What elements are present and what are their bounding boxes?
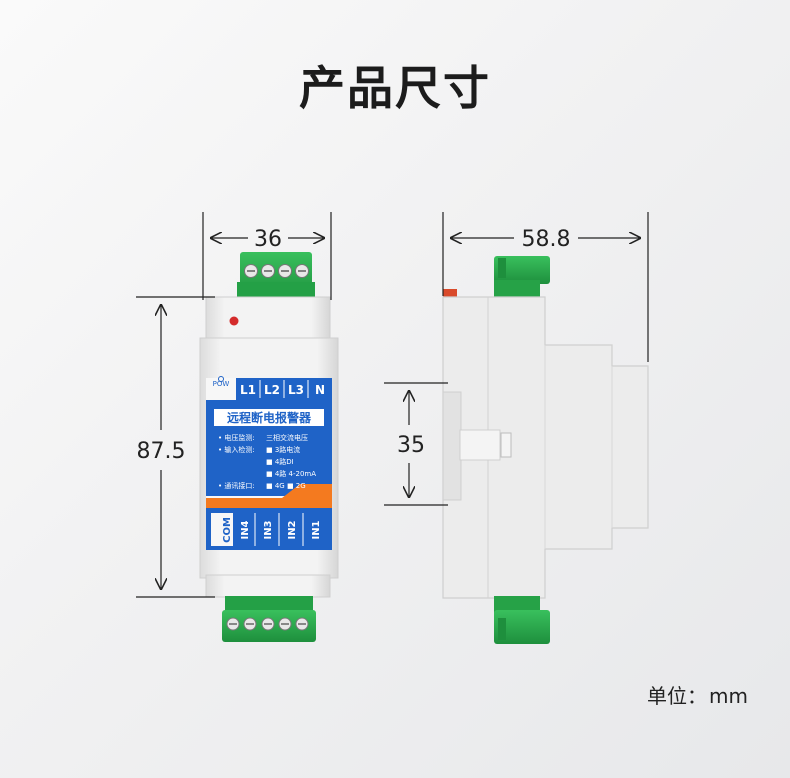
- front-dimension-lines: [136, 212, 332, 598]
- dim-width: 36: [254, 227, 282, 252]
- side-dimension-lines: [384, 212, 649, 506]
- device-name: 远程断电报警器: [227, 410, 312, 425]
- terminal-label-l3: L3: [288, 383, 304, 397]
- bottom-terminal-block: [222, 596, 316, 642]
- pow-led: [229, 316, 239, 326]
- terminal-label-n: N: [315, 383, 325, 397]
- page-title: 产品尺寸: [299, 61, 491, 115]
- dim-depth: 58.8: [522, 227, 571, 252]
- terminal-label-l1: L1: [240, 383, 256, 397]
- spec-2-value: ■ 4路DI: [266, 457, 294, 466]
- unit-note: 单位：mm: [645, 680, 748, 709]
- terminal-label-in2: IN2: [287, 520, 298, 539]
- terminal-label-in4: IN4: [240, 520, 251, 539]
- label-panel: [206, 378, 332, 550]
- side-top-terminal: [494, 256, 550, 300]
- side-view: [442, 256, 649, 644]
- spec-3-value: ■ 4路 4-20mA: [266, 469, 316, 478]
- spec-1-value: ■ 3路电流: [266, 445, 300, 454]
- pow-indicator: [218, 376, 224, 382]
- terminal-label-l2: L2: [264, 383, 280, 397]
- spec-4-value: ■ 4G ■ 2G: [266, 482, 306, 490]
- spec-1-label: • 输入检测:: [218, 445, 255, 454]
- unit-label: 单位：: [647, 684, 708, 708]
- dim-rail: 35: [397, 433, 425, 458]
- terminal-label-in1: IN1: [311, 520, 322, 539]
- dim-height: 87.5: [137, 439, 186, 464]
- terminal-label-com: COM: [222, 517, 233, 543]
- side-bottom-terminal: [494, 596, 550, 644]
- spec-0-value: 三相交流电压: [266, 433, 308, 442]
- front-view: [199, 252, 339, 642]
- terminal-label-in3: IN3: [263, 520, 274, 539]
- spec-0-label: • 电压监测:: [218, 433, 255, 442]
- spec-4-label: • 通讯接口:: [218, 481, 255, 490]
- top-terminal-block: [237, 252, 315, 300]
- unit-value: mm: [709, 684, 748, 708]
- pow-label: POW: [213, 380, 230, 388]
